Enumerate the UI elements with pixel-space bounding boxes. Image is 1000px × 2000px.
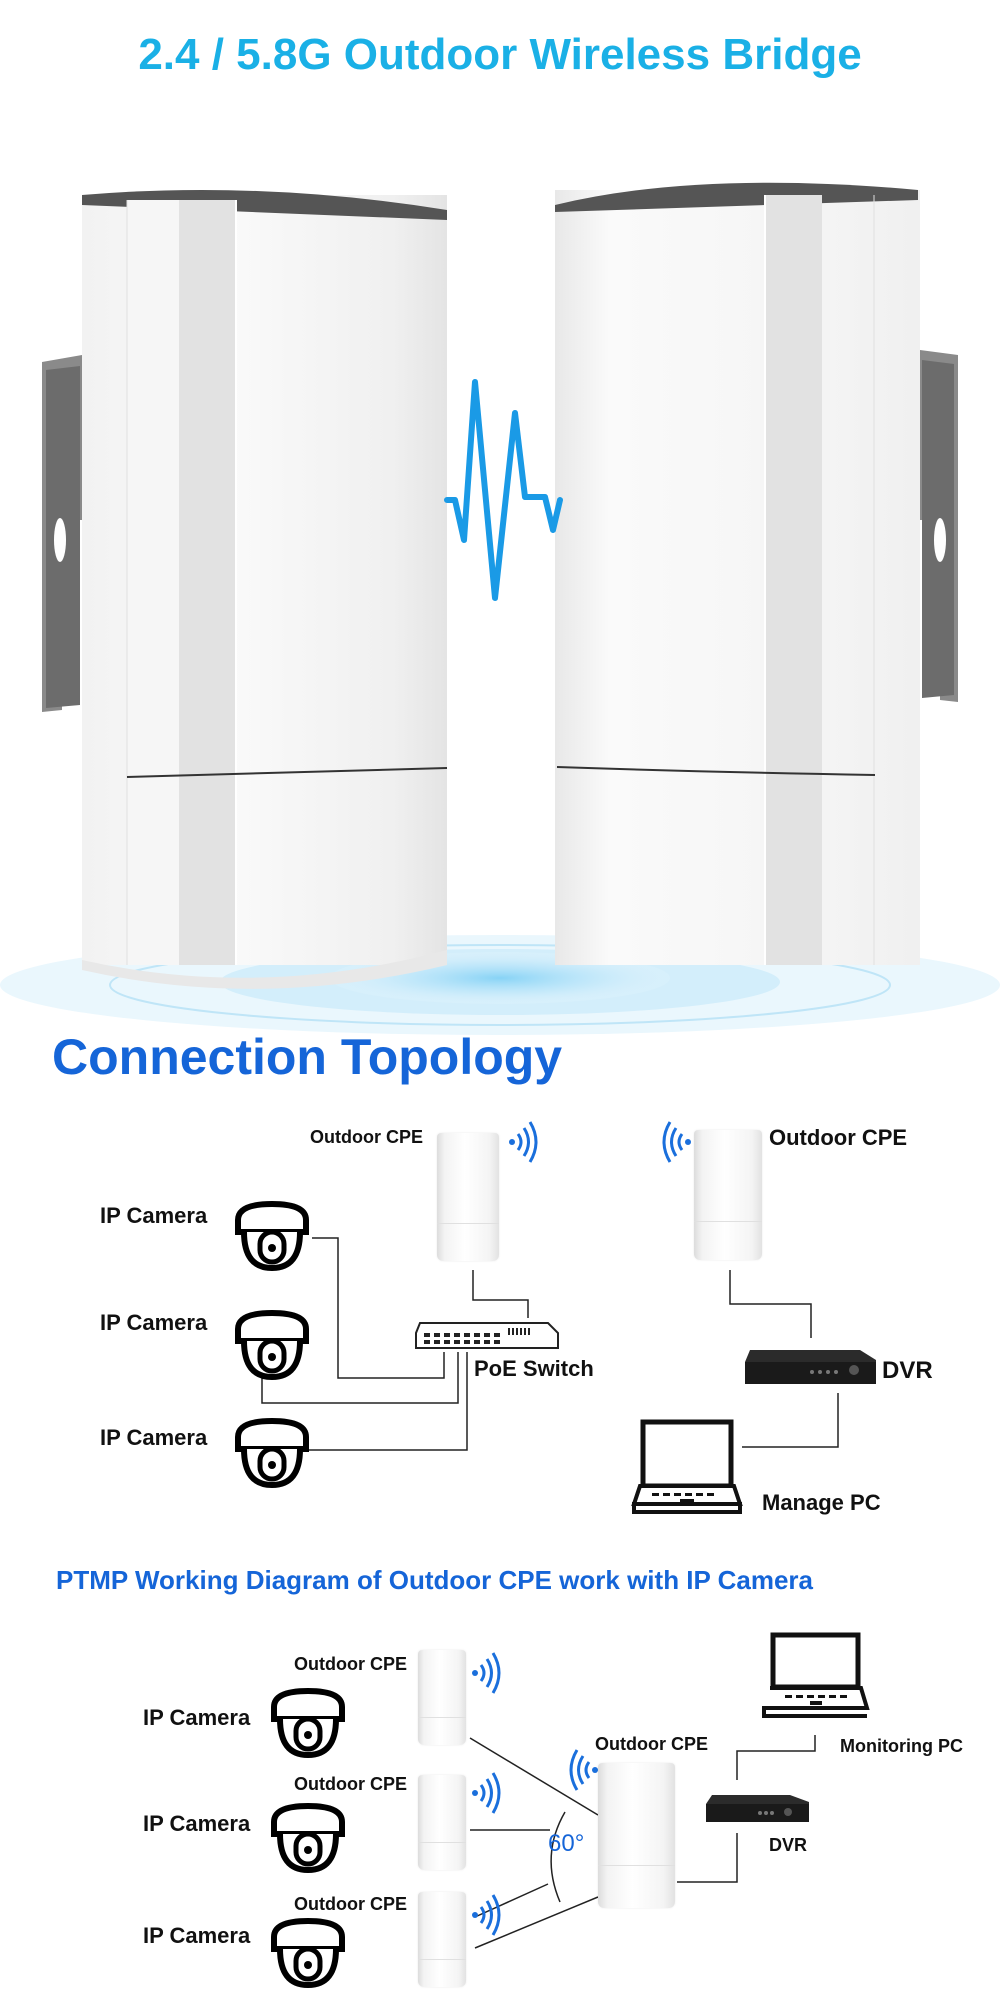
camera-label: IP Camera [143, 1705, 251, 1730]
camera2-switch-link [261, 1352, 459, 1404]
manage-pc-label: Manage PC [762, 1490, 881, 1515]
cpe-label: Outdoor CPE [294, 1654, 407, 1674]
ptmp-heading: PTMP Working Diagram of Outdoor CPE work… [56, 1565, 814, 1595]
dvr-device-icon [745, 1350, 876, 1384]
dvr-pc-link [742, 1393, 839, 1448]
laptop-icon-manage-pc [631, 1419, 743, 1514]
poe-switch-icon [415, 1322, 559, 1349]
camera-label: IP Camera [143, 1811, 251, 1836]
topology-heading: Connection Topology [52, 1029, 563, 1085]
wifi-signal-icon [662, 1120, 693, 1164]
camera1-switch-link [312, 1237, 445, 1379]
camera3-switch-link [308, 1352, 468, 1451]
outdoor-cpe-device [418, 1892, 466, 1987]
dome-camera-icon [238, 1313, 306, 1377]
angle-label: 60° [548, 1830, 585, 1857]
cpe-label: Outdoor CPE [294, 1774, 407, 1794]
dvr-device-icon-ptmp [706, 1795, 809, 1822]
outdoor-cpe-device [418, 1650, 466, 1745]
outdoor-cpe-device [418, 1775, 466, 1870]
camera-label: IP Camera [100, 1203, 208, 1228]
cpe-switch-link [472, 1270, 529, 1318]
dvr-pc-link-2 [736, 1735, 816, 1780]
outdoor-cpe-base-device [598, 1763, 675, 1908]
cpe-label: Outdoor CPE [769, 1125, 908, 1150]
left-bridge-device [42, 190, 448, 989]
client3-link-b [474, 1896, 599, 1949]
dome-camera-icon [274, 1921, 342, 1985]
cpe-label: Outdoor CPE [310, 1127, 423, 1147]
heartbeat-wave-icon [444, 379, 563, 601]
monitoring-pc-label: Monitoring PC [840, 1736, 963, 1756]
wifi-signal-icon [470, 1651, 501, 1695]
poe-switch-label: PoE Switch [474, 1356, 594, 1381]
dome-camera-icon [274, 1691, 342, 1755]
right-bridge-device [555, 182, 958, 965]
dome-camera-icon [274, 1806, 342, 1870]
wifi-signal-icon [507, 1120, 538, 1164]
hero-illustration [0, 182, 1000, 1035]
cpe-dvr-link [729, 1270, 812, 1338]
outdoor-cpe-device [694, 1130, 762, 1260]
base-cpe-label: Outdoor CPE [595, 1734, 708, 1754]
page-title: 2.4 / 5.8G Outdoor Wireless Bridge [138, 30, 862, 79]
wifi-signal-icon [470, 1893, 501, 1937]
camera-label: IP Camera [143, 1923, 251, 1948]
dvr-label: DVR [769, 1835, 808, 1855]
client1-link [469, 1737, 599, 1816]
wifi-signal-icon [569, 1748, 600, 1792]
base-dvr-link [677, 1833, 738, 1883]
outdoor-cpe-device [437, 1133, 499, 1261]
laptop-icon-monitoring-pc [762, 1632, 870, 1718]
wifi-signal-icon [470, 1771, 501, 1815]
dvr-label: DVR [882, 1357, 933, 1384]
dome-camera-icon [238, 1204, 306, 1268]
dome-camera-icon [238, 1421, 306, 1485]
cpe-label: Outdoor CPE [294, 1894, 407, 1914]
client3-link-a [474, 1883, 549, 1918]
camera-label: IP Camera [100, 1425, 208, 1450]
camera-label: IP Camera [100, 1310, 208, 1335]
